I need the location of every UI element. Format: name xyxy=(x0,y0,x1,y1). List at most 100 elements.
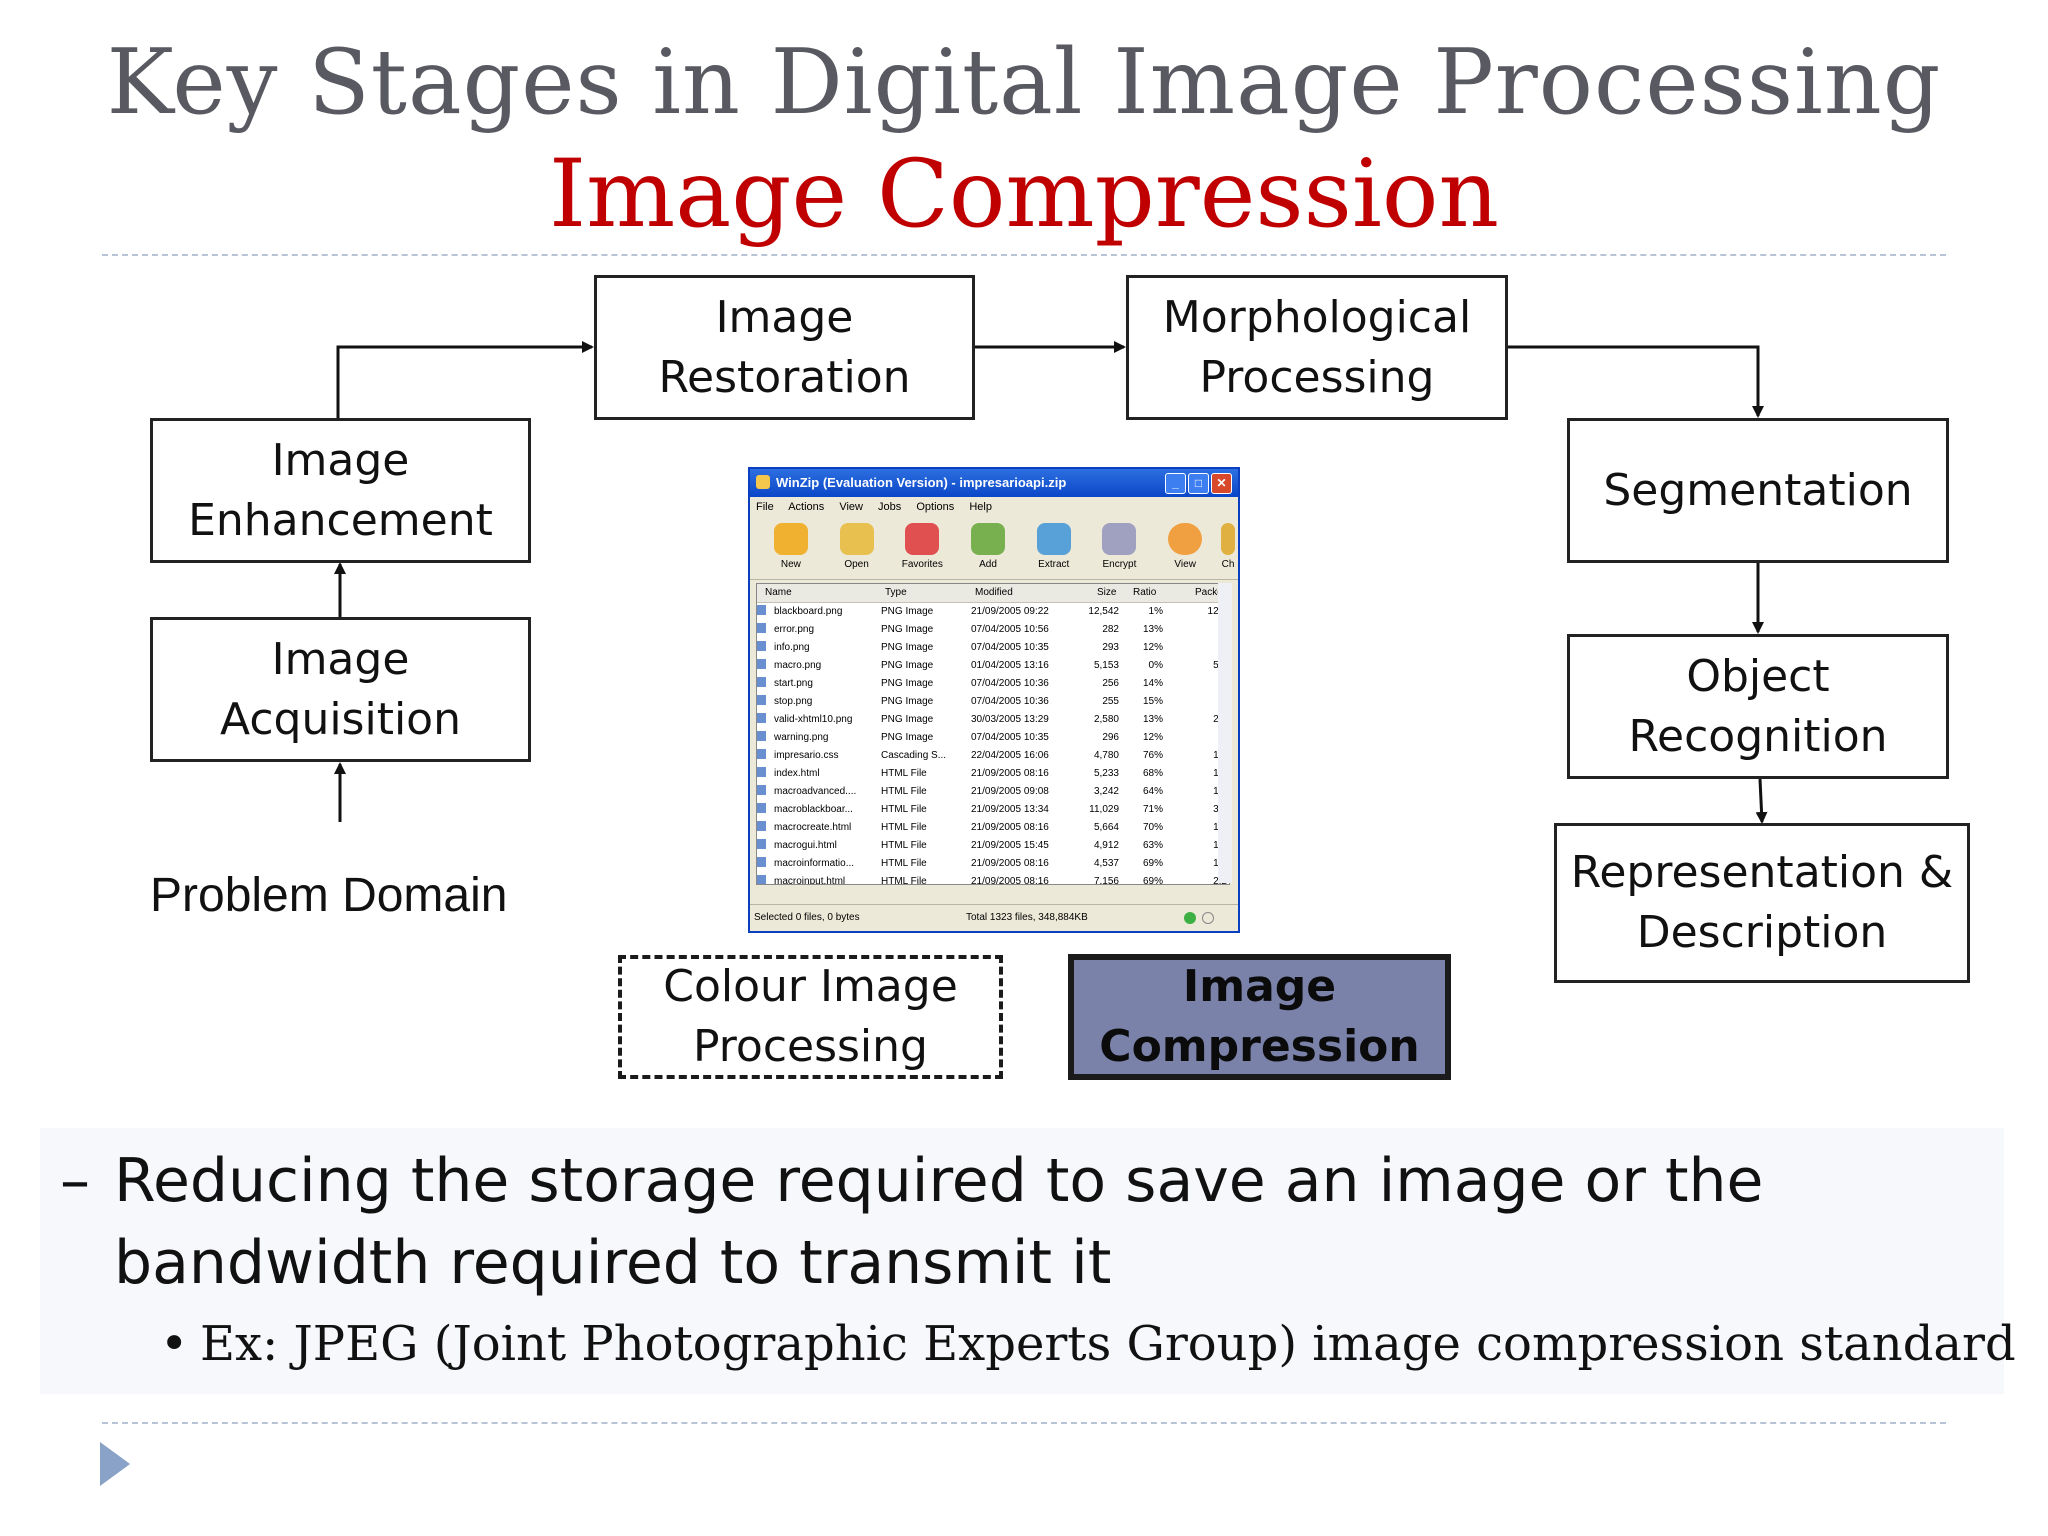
table-cell: 69% xyxy=(1142,876,1163,885)
favorites-icon xyxy=(905,523,940,555)
stage-colour-image-processing: Colour Image Processing xyxy=(618,955,1003,1079)
table-cell: 70% xyxy=(1142,822,1163,833)
table-cell: macroadvanced.... xyxy=(774,786,857,797)
top-divider xyxy=(102,254,1946,256)
menu-actions: Actions xyxy=(788,501,825,513)
file-icon xyxy=(757,767,766,777)
table-cell: 5,233 xyxy=(1093,768,1119,779)
bullet-dot: • xyxy=(160,1316,189,1372)
table-cell: PNG Image xyxy=(881,606,934,617)
table-cell: 13% xyxy=(1142,624,1163,635)
encrypt-icon xyxy=(1102,523,1137,555)
winzip-titlebar: WinZip (Evaluation Version) - impresario… xyxy=(750,469,1238,497)
table-cell: 07/04/2005 10:36 xyxy=(971,696,1049,707)
bottom-divider xyxy=(102,1422,1946,1424)
file-icon xyxy=(757,857,766,867)
table-cell: macroinformatio... xyxy=(774,858,855,869)
table-cell: impresario.css xyxy=(774,750,839,761)
table-cell: macroinput.html xyxy=(774,876,846,885)
winzip-toolbar: New Open Favorites Add Extract Encrypt V… xyxy=(750,517,1238,580)
stage-object-recognition: Object Recognition xyxy=(1567,634,1949,779)
table-cell: warning.png xyxy=(774,732,829,743)
menu-file: File xyxy=(756,501,774,513)
table-cell: 12,542 xyxy=(1088,606,1119,617)
stage-morphological-processing: Morphological Processing xyxy=(1126,275,1508,420)
col-name: Name xyxy=(765,587,792,598)
table-cell: Cascading S... xyxy=(881,750,947,761)
table-cell: PNG Image xyxy=(881,642,934,653)
close-icon: ✕ xyxy=(1211,473,1232,494)
table-cell: 282 xyxy=(1102,624,1119,635)
stage-segmentation: Segmentation xyxy=(1567,418,1949,563)
file-icon xyxy=(757,713,766,723)
table-cell: PNG Image xyxy=(881,732,934,743)
next-slide-icon[interactable] xyxy=(100,1442,130,1486)
table-cell: 3,242 xyxy=(1093,786,1119,797)
table-cell: 2,580 xyxy=(1093,714,1119,725)
menu-options: Options xyxy=(916,501,955,513)
table-cell: HTML File xyxy=(881,858,927,869)
table-cell: error.png xyxy=(774,624,815,635)
table-cell: 64% xyxy=(1142,786,1163,797)
winzip-menubar: File Actions View Jobs Options Help xyxy=(750,497,1238,517)
toolbar-view: View xyxy=(1152,517,1218,579)
col-size: Size xyxy=(1097,587,1117,598)
table-cell: HTML File xyxy=(881,804,927,815)
bullet-sub: •Ex: JPEG (Joint Photographic Experts Gr… xyxy=(160,1316,2016,1372)
table-cell: 30/03/2005 13:29 xyxy=(971,714,1049,725)
table-cell: 7,156 xyxy=(1093,876,1119,885)
slide-subtitle: Image Compression xyxy=(548,140,1500,249)
table-cell: HTML File xyxy=(881,876,927,885)
view-icon xyxy=(1168,523,1203,555)
table-cell: valid-xhtml10.png xyxy=(774,714,853,725)
table-cell: 4,780 xyxy=(1093,750,1119,761)
file-list-scrollbar xyxy=(1218,583,1232,883)
table-cell: PNG Image xyxy=(881,678,934,689)
table-cell: 14% xyxy=(1142,678,1163,689)
table-cell: macrogui.html xyxy=(774,840,837,851)
toolbar-new: New xyxy=(758,517,824,579)
table-cell: HTML File xyxy=(881,786,927,797)
file-list-header: Name Type Modified Size Ratio Packe xyxy=(757,584,1229,603)
file-icon xyxy=(757,623,766,633)
arrow-morphological-to-segmentation xyxy=(1508,345,1764,418)
winzip-screenshot: WinZip (Evaluation Version) - impresario… xyxy=(748,467,1240,933)
table-cell: 01/04/2005 13:16 xyxy=(971,660,1049,671)
stage-image-restoration: Image Restoration xyxy=(594,275,975,420)
file-icon xyxy=(757,821,766,831)
col-type: Type xyxy=(885,587,907,598)
table-cell: PNG Image xyxy=(881,660,934,671)
toolbar-add: Add xyxy=(955,517,1021,579)
table-cell: 07/04/2005 10:35 xyxy=(971,642,1049,653)
winzip-title: WinZip (Evaluation Version) - impresario… xyxy=(776,475,1067,490)
table-cell: 21/09/2005 13:34 xyxy=(971,804,1049,815)
slide-title: Key Stages in Digital Image Processing xyxy=(106,30,1942,135)
table-cell: macrocreate.html xyxy=(774,822,852,833)
toolbar-open: Open xyxy=(824,517,890,579)
new-icon xyxy=(773,523,808,555)
stage-image-acquisition: Image Acquisition xyxy=(150,617,531,762)
status-idle-icon xyxy=(1202,912,1214,924)
file-icon xyxy=(757,677,766,687)
table-cell: 13% xyxy=(1142,714,1163,725)
table-cell: 1% xyxy=(1148,606,1163,617)
table-cell: 296 xyxy=(1102,732,1119,743)
